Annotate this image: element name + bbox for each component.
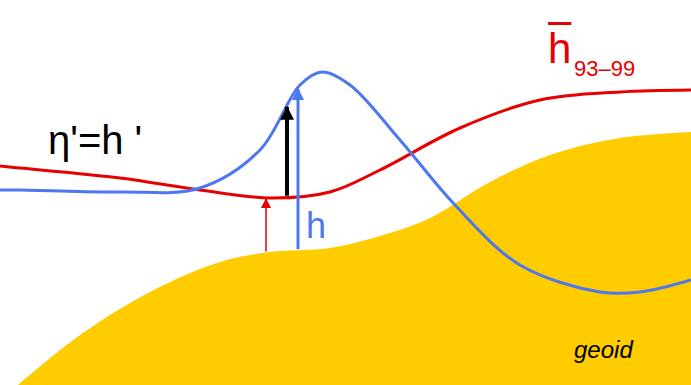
mean-height-arrow — [265, 199, 267, 252]
period-subscript: 93–99 — [574, 58, 635, 80]
anomaly-formula: η'=h ' — [48, 120, 142, 160]
mean-surface-curve — [0, 90, 691, 198]
geoid-label: geoid — [574, 338, 633, 362]
height-arrow — [297, 89, 300, 249]
mean-height-symbol: h — [548, 28, 571, 70]
height-symbol: h — [306, 208, 326, 244]
sea-surface-curve — [0, 72, 691, 294]
anomaly-arrow — [285, 107, 289, 196]
geoid-shape — [18, 132, 691, 385]
geoid-top-guide — [18, 132, 691, 385]
